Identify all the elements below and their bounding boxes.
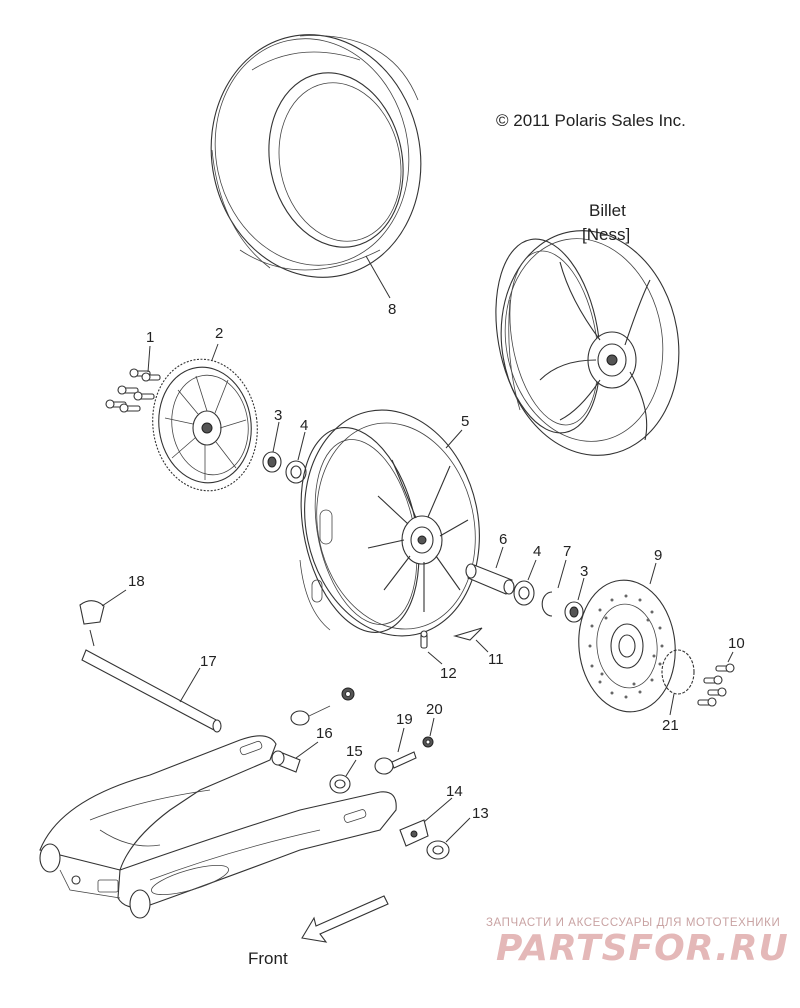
- tone-ring-part: [661, 649, 695, 695]
- nut-part: [341, 687, 355, 701]
- seal-right-part: [564, 601, 584, 623]
- callout-4-right: 4: [533, 543, 541, 560]
- watermark-tagline: ЗАПЧАСТИ И АКСЕССУАРЫ ДЛЯ МОТОТЕХНИКИ: [486, 917, 780, 929]
- callout-17: 17: [200, 653, 217, 670]
- watermark-brand: PARTSFOR.RU: [496, 928, 789, 969]
- circlip-part: [541, 591, 553, 617]
- front-label: Front: [248, 949, 288, 968]
- disc-bolts: [697, 663, 735, 707]
- bearing-left-part: [285, 460, 307, 484]
- swingarm-part: [39, 735, 397, 919]
- cap-13-part: [426, 840, 450, 860]
- seal-left-part: [262, 451, 282, 473]
- callout-21: 21: [662, 717, 679, 734]
- callout-12: 12: [440, 665, 457, 682]
- nut-20-part: [422, 736, 434, 748]
- rear-wheel-part: [299, 409, 480, 637]
- callout-10: 10: [728, 635, 745, 652]
- callout-16: 16: [316, 725, 333, 742]
- callout-4-left: 4: [300, 417, 308, 434]
- callout-9: 9: [654, 547, 662, 564]
- arrow-left-down-icon: [301, 895, 389, 943]
- callout-14: 14: [446, 783, 463, 800]
- callout-2: 2: [215, 325, 223, 342]
- callout-3-left: 3: [274, 407, 282, 424]
- callout-5: 5: [461, 413, 469, 430]
- leader-lines: [89, 255, 734, 843]
- spacer-part: [465, 563, 515, 595]
- brake-disc-part: [578, 579, 676, 713]
- callout-19: 19: [396, 711, 413, 728]
- watermark: ЗАПЧАСТИ И АКСЕССУАРЫ ДЛЯ МОТОТЕХНИКИ PA…: [486, 917, 789, 969]
- callout-6: 6: [499, 531, 507, 548]
- collar-15-part: [329, 774, 351, 794]
- tire-part: [210, 34, 422, 278]
- callout-15: 15: [346, 743, 363, 760]
- callout-3-right: 3: [580, 563, 588, 580]
- variant-label-ness: [Ness]: [582, 225, 630, 244]
- callout-11: 11: [488, 651, 504, 668]
- callout-1: 1: [146, 329, 154, 346]
- callout-7: 7: [563, 543, 571, 560]
- callout-13: 13: [472, 805, 489, 822]
- callout-20: 20: [426, 701, 443, 718]
- sprocket-part: [152, 358, 258, 492]
- valve-stem-part: [420, 630, 428, 649]
- adjuster-block-part: [79, 600, 105, 625]
- callout-labels: 1 2 3 4 5 6 4 7 3 9 10 21 11 12 8 18 17 …: [128, 301, 745, 822]
- callout-8: 8: [388, 301, 396, 318]
- sprocket-bolts: [105, 368, 161, 413]
- billet-wheel-part: [495, 230, 680, 456]
- variant-label-billet: Billet: [589, 201, 626, 220]
- axle-part: [81, 649, 222, 733]
- collar-16-part: [271, 705, 331, 773]
- adjuster-plate-14-part: [399, 819, 429, 847]
- bolt-19-part: [374, 751, 417, 775]
- copyright-notice: © 2011 Polaris Sales Inc.: [496, 111, 686, 130]
- balance-weight-part: [452, 627, 483, 641]
- callout-18: 18: [128, 573, 145, 590]
- bearing-right-part: [513, 580, 535, 606]
